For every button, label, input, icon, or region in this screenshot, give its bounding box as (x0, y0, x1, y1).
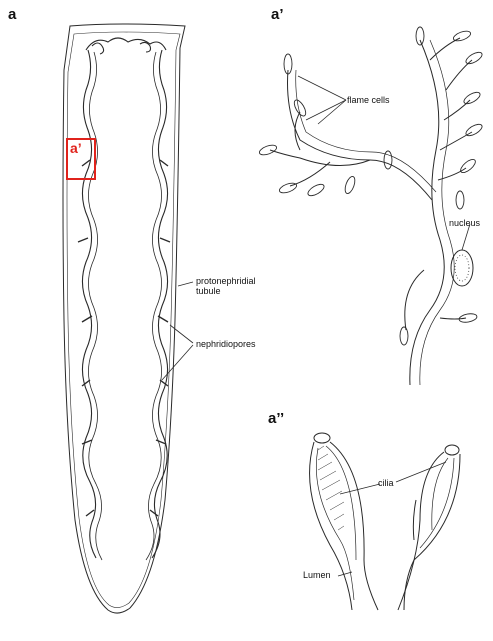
label-lumen: Lumen (303, 570, 331, 580)
label-nucleus: nucleus (449, 218, 480, 228)
inset-highlight-box: a’ (66, 138, 96, 180)
flame-cell-network (270, 38, 472, 385)
protonephridial-network-head (86, 38, 166, 54)
cilia-detail-left (310, 433, 378, 610)
label-protonephridial-line2: tubule (196, 286, 256, 296)
inset-highlight-label: a’ (70, 140, 82, 156)
label-protonephridial-line1: protonephridial (196, 276, 256, 286)
label-flame-cells: flame cells (347, 95, 390, 105)
protonephridial-tubule-left (82, 50, 102, 560)
label-protonephridial-tubule: protonephridial tubule (196, 276, 256, 296)
protonephridial-tubule-right (146, 50, 168, 560)
cilia-detail-right (398, 445, 460, 610)
leader-lines-a (162, 282, 193, 380)
label-nephridiopores: nephridiopores (196, 339, 256, 349)
label-cilia: cilia (378, 478, 394, 488)
flame-cell-bulbs (258, 27, 484, 345)
cilia-hatch (318, 446, 344, 530)
